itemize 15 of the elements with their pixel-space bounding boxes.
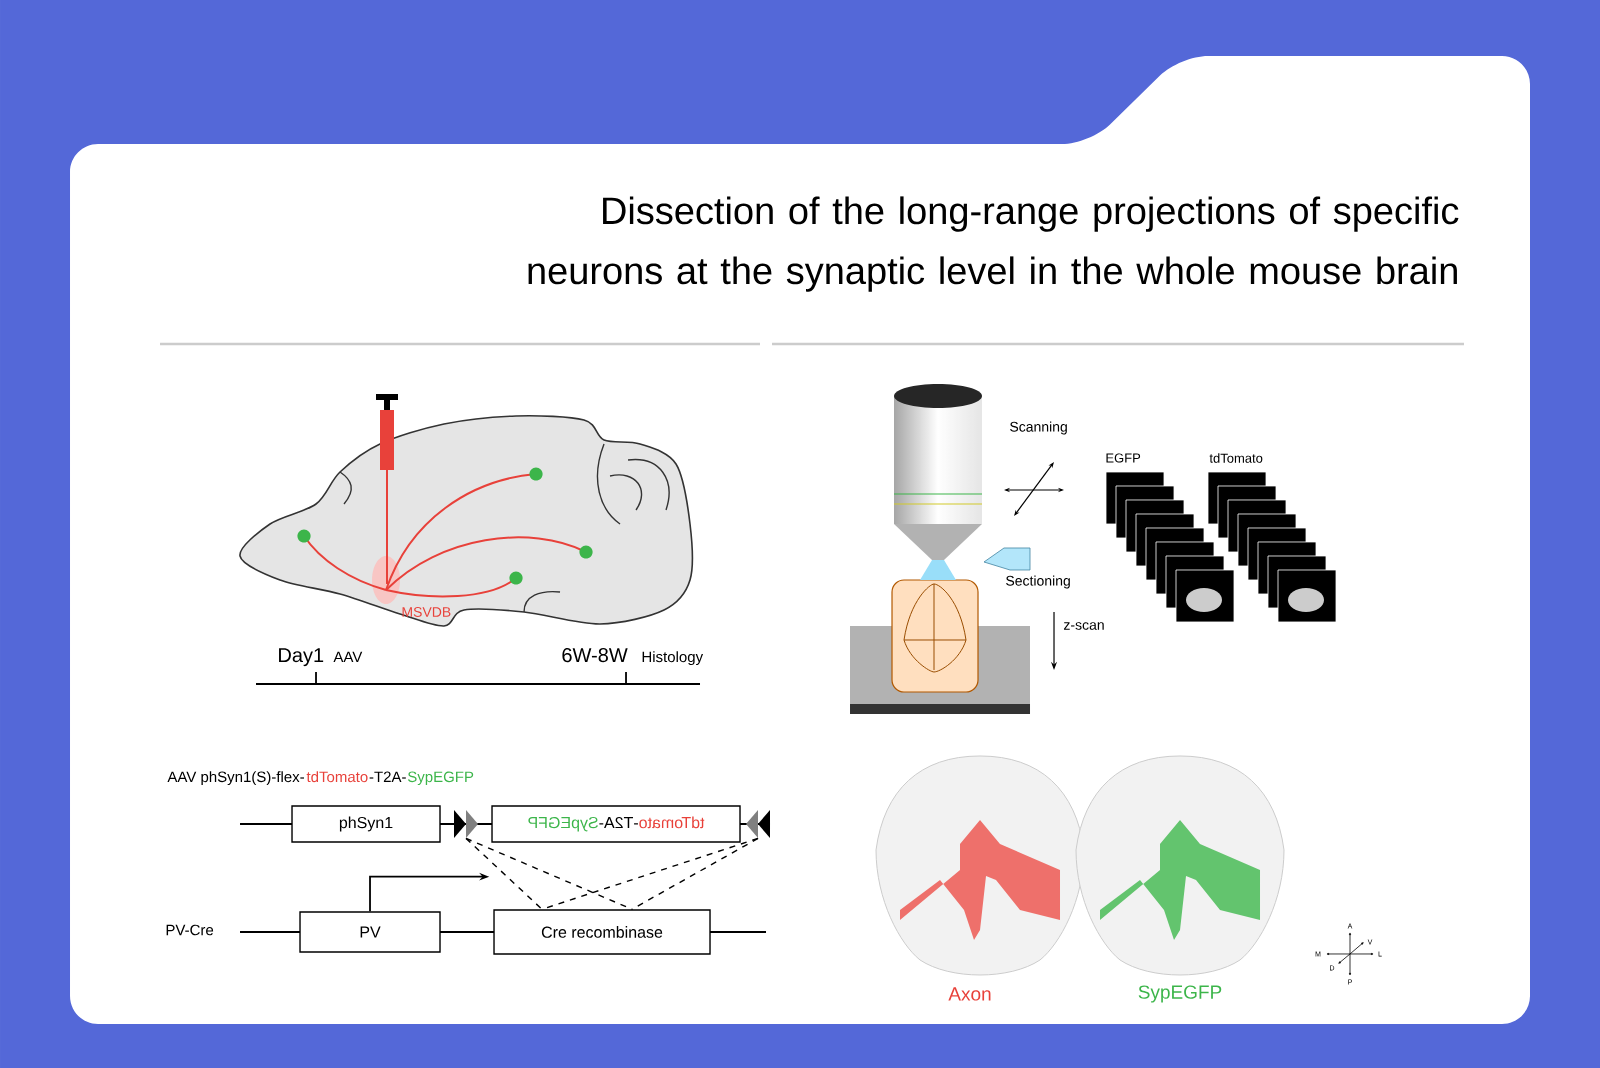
gene-box: Cre recombinase [493,909,711,955]
connector [541,837,759,910]
gene-box: tdTomato -T2A- SypEGFP [491,805,741,843]
lox-site-marker [746,810,770,838]
connector [465,837,633,910]
connector [465,837,543,910]
connector [631,837,759,910]
title: Dissection of the long-range projections of specific neurons at the synaptic level in the whole mouse brain [528,196,1459,292]
lox-site-marker [454,810,478,838]
gene-box: phSyn1 [291,805,441,843]
time-label: 6W-8W [562,648,628,663]
image-label: Axon [948,987,991,1001]
time-label: Day1 [279,648,324,667]
gene-box: PV [299,911,441,953]
image-label: SypEGFP [1138,985,1222,1003]
